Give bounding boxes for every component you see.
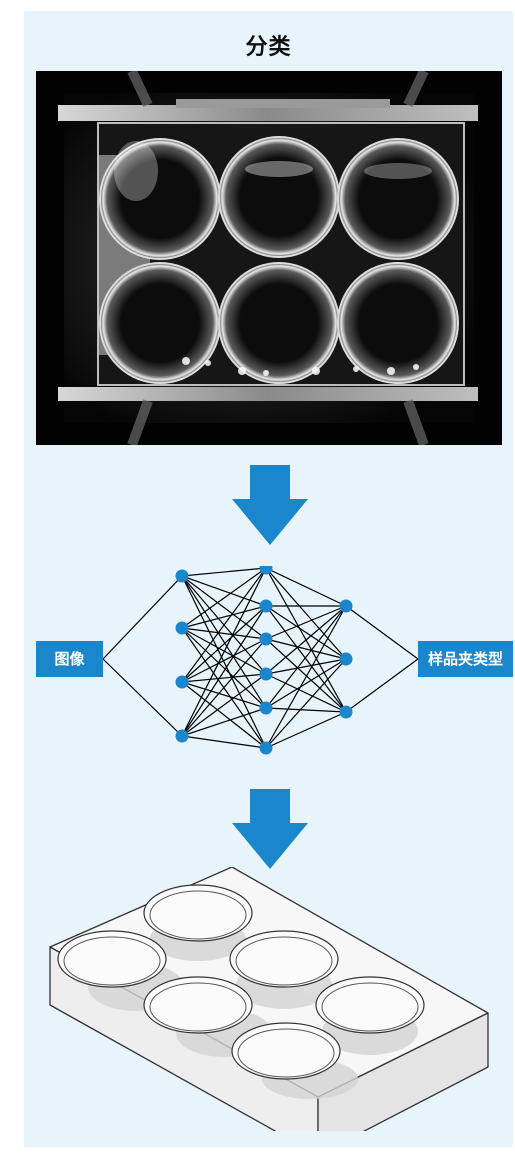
network-node xyxy=(175,675,189,689)
network-edge xyxy=(265,605,347,749)
network-node xyxy=(259,632,273,646)
network-edge xyxy=(265,673,347,713)
classification-panel: 分类 xyxy=(24,11,513,1147)
down-arrow-icon xyxy=(232,465,308,545)
down-arrow-icon xyxy=(232,789,308,869)
network-node xyxy=(259,667,273,681)
network-edge xyxy=(265,567,347,607)
network-edge xyxy=(181,575,267,749)
network-edge xyxy=(181,681,267,749)
output-label: 样品夹类型 xyxy=(418,641,513,677)
network-node xyxy=(339,652,353,666)
network-node xyxy=(175,621,189,635)
network-edge xyxy=(181,567,267,683)
network-edge xyxy=(265,605,347,640)
network-edge xyxy=(102,575,183,660)
network-edge xyxy=(181,605,267,683)
network-edge xyxy=(181,638,267,683)
network-edge xyxy=(181,627,267,709)
network-edge xyxy=(345,605,419,660)
network-edge xyxy=(265,658,347,709)
network-edge xyxy=(181,575,267,607)
page-title: 分类 xyxy=(245,35,292,60)
network-edge xyxy=(181,673,267,737)
network-edge xyxy=(181,575,267,709)
network-edge xyxy=(265,658,347,749)
network-edge xyxy=(181,567,267,737)
network-edge xyxy=(265,605,347,660)
network-edge xyxy=(181,605,267,737)
network-edge xyxy=(181,735,267,749)
input-label: 图像 xyxy=(36,641,103,677)
network-edge xyxy=(265,711,347,749)
network-edge xyxy=(181,673,267,683)
network-edge xyxy=(181,707,267,737)
network-node xyxy=(259,599,273,613)
network-edge xyxy=(181,567,267,577)
network-node xyxy=(339,705,353,719)
network-edge xyxy=(345,658,419,713)
network-edge xyxy=(265,567,347,660)
network-edge xyxy=(265,605,347,709)
network-node xyxy=(259,701,273,715)
network-node xyxy=(259,741,273,755)
network-edge xyxy=(265,658,347,675)
network-edge xyxy=(181,605,267,629)
network-node xyxy=(175,729,189,743)
six-well-plate-illustration xyxy=(49,867,489,1131)
plate-photo xyxy=(36,71,502,445)
network-edge xyxy=(265,638,347,660)
network-node xyxy=(175,569,189,583)
network-edge xyxy=(265,707,347,713)
network-edge xyxy=(265,638,347,713)
network-node xyxy=(259,566,273,575)
network-edge xyxy=(181,681,267,709)
network-edge xyxy=(181,627,267,640)
network-edge xyxy=(265,605,347,675)
network-node xyxy=(339,599,353,613)
network-edge xyxy=(181,638,267,737)
network-edge xyxy=(265,605,347,713)
network-edge xyxy=(102,658,183,737)
network-edge xyxy=(181,567,267,629)
neural-network-diagram xyxy=(102,566,419,755)
